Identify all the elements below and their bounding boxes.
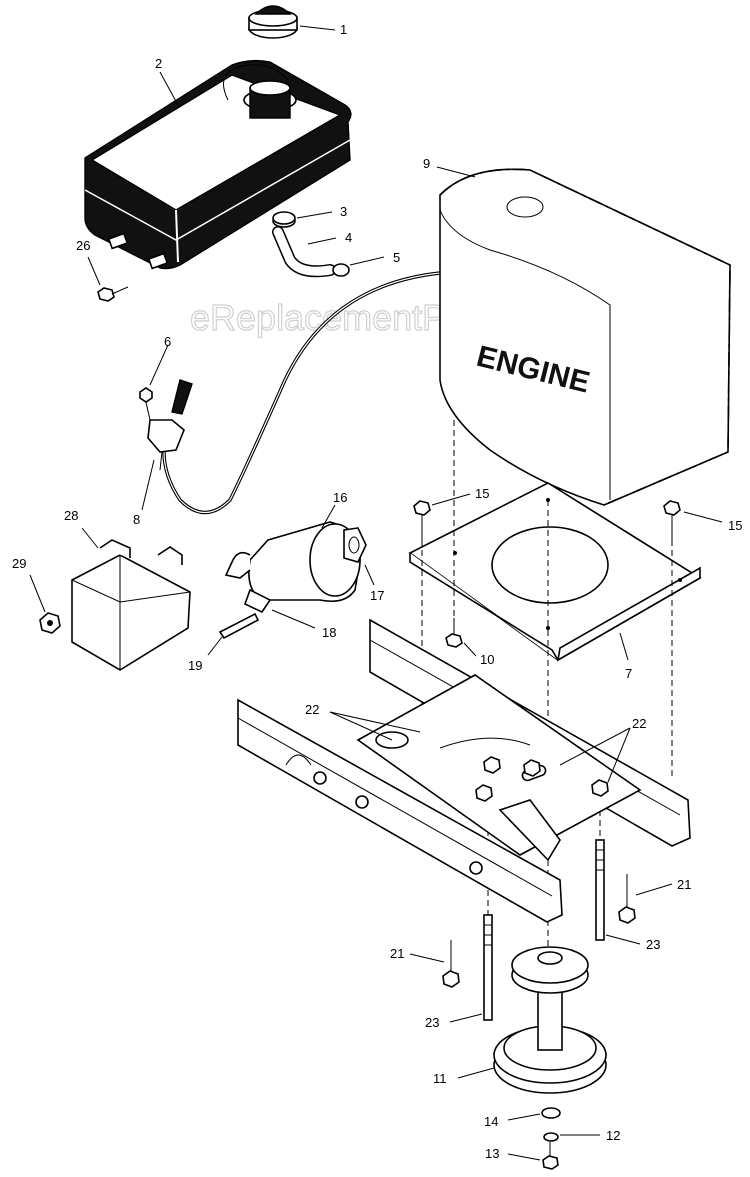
tank-bolt bbox=[97, 286, 129, 302]
callout-26: 26 bbox=[76, 238, 90, 253]
lock-washer-12 bbox=[543, 1132, 559, 1142]
bolt-13 bbox=[542, 1142, 559, 1170]
hose-clamp-upper bbox=[272, 211, 296, 228]
engine-mount-plate bbox=[408, 482, 702, 662]
callout-22-left: 22 bbox=[305, 702, 319, 717]
callout-29: 29 bbox=[12, 556, 26, 571]
callout-23-left: 23 bbox=[425, 1015, 439, 1030]
engine: ENGINE bbox=[439, 168, 731, 506]
throttle-control bbox=[139, 379, 193, 471]
callout-13: 13 bbox=[485, 1146, 499, 1161]
callout-1: 1 bbox=[340, 22, 347, 37]
engine-pulley bbox=[493, 946, 607, 1094]
nut-22-b bbox=[523, 759, 541, 777]
hose-clamp-lower bbox=[332, 263, 350, 277]
callout-6: 6 bbox=[164, 334, 171, 349]
callout-10: 10 bbox=[480, 652, 494, 667]
fuel-hose bbox=[272, 226, 336, 278]
callout-21-left: 21 bbox=[390, 946, 404, 961]
callout-16: 16 bbox=[333, 490, 347, 505]
frame-rail-left bbox=[237, 698, 563, 923]
callout-15-left: 15 bbox=[475, 486, 489, 501]
muffler-bracket bbox=[244, 588, 272, 614]
nut-22-a bbox=[483, 756, 501, 774]
callout-22-right: 22 bbox=[632, 716, 646, 731]
stud-23-right bbox=[595, 839, 605, 941]
bolt-10 bbox=[445, 618, 463, 648]
callout-2: 2 bbox=[155, 56, 162, 71]
callout-11: 11 bbox=[433, 1071, 447, 1086]
bolt-15-left bbox=[413, 500, 431, 540]
exhaust-gasket bbox=[343, 527, 367, 563]
heat-shield bbox=[71, 539, 191, 671]
callout-12: 12 bbox=[606, 1128, 620, 1143]
callout-4: 4 bbox=[345, 230, 352, 245]
callout-21-right: 21 bbox=[677, 877, 691, 892]
callout-9: 9 bbox=[423, 156, 430, 171]
stud-23-left bbox=[483, 914, 493, 1021]
fuel-tank bbox=[84, 59, 352, 270]
nut-29 bbox=[39, 612, 61, 634]
washer-14 bbox=[541, 1107, 561, 1119]
nut-22-d bbox=[475, 784, 493, 802]
bolt-21-left bbox=[442, 940, 460, 988]
callout-23-right: 23 bbox=[646, 937, 660, 952]
callout-17: 17 bbox=[370, 588, 384, 603]
nut-22-c bbox=[591, 779, 609, 797]
callout-3: 3 bbox=[340, 204, 347, 219]
callout-15-right: 15 bbox=[728, 518, 742, 533]
callout-8: 8 bbox=[133, 512, 140, 527]
bolt-15-right bbox=[663, 500, 681, 540]
bolt-21-right bbox=[618, 874, 636, 924]
bolt-19 bbox=[218, 612, 260, 640]
fuel-cap bbox=[248, 5, 298, 39]
callout-28: 28 bbox=[64, 508, 78, 523]
callout-7: 7 bbox=[625, 666, 632, 681]
callout-5: 5 bbox=[393, 250, 400, 265]
callout-14: 14 bbox=[484, 1114, 498, 1129]
callout-19: 19 bbox=[188, 658, 202, 673]
callout-18: 18 bbox=[322, 625, 336, 640]
muffler bbox=[224, 521, 361, 603]
